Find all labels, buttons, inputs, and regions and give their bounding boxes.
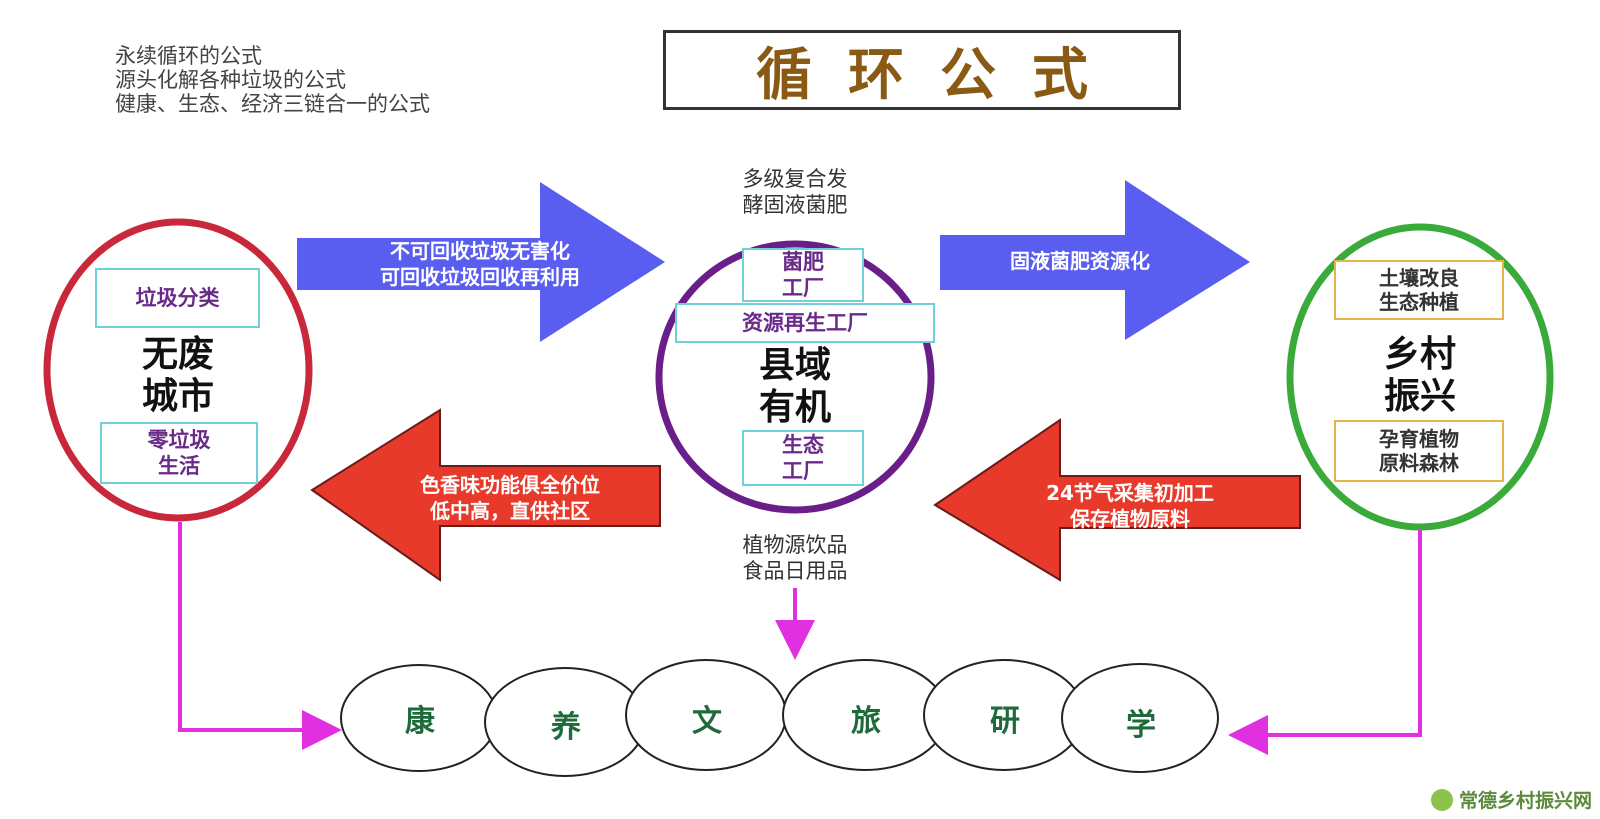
left-bottom-box-line-1: 零垃圾 [147,428,211,452]
arrow-bottom-right-line-1: 24节气采集初加工 [1046,481,1214,505]
arrow-top-left [297,182,665,342]
circle-6 [1061,663,1219,773]
left-node-label-line-2: 城市 [141,376,214,417]
center-node-label-line-1: 县域 [758,345,831,386]
arrow-top-right [940,180,1250,340]
intro-line-2: 源头化解各种垃圾的公式 [115,68,346,92]
center-mid-box: 资源再生工厂 [675,303,935,343]
title-box: 循环公式 [663,30,1181,110]
arrow-bottom-right-text: 24节气采集初加工 保存植物原料 [975,480,1285,532]
left-top-box: 垃圾分类 [95,268,260,328]
circle-label-2: 养 [551,710,581,745]
center-top-box-line-2: 工厂 [782,276,824,300]
connector-left [178,522,342,750]
watermark-text: 常德乡村振兴网 [1458,790,1592,812]
intro-text: 永续循环的公式 源头化解各种垃圾的公式 健康、生态、经济三链合一的公式 [115,44,430,116]
arrow-top-left-line-1: 不可回收垃圾无害化 [390,239,570,263]
center-bottom-box: 生态 工厂 [742,430,864,486]
intro-line-1: 永续循环的公式 [115,44,262,68]
circle-label-4: 旅 [851,704,881,739]
title: 循环公式 [756,41,1124,108]
left-bottom-box: 零垃圾 生活 [100,422,258,484]
left-top-box-text: 垃圾分类 [135,286,220,310]
center-node-label: 县域 有机 [725,345,865,429]
intro-line-3: 健康、生态、经济三链合一的公式 [115,92,430,116]
center-above-text: 多级复合发 酵固液菌肥 [700,166,890,218]
circle-label-3: 文 [692,704,722,739]
center-bottom-box-line-2: 工厂 [782,459,824,483]
center-mid-box-text: 资源再生工厂 [742,311,868,335]
arrow-bottom-right-line-2: 保存植物原料 [1070,507,1190,531]
circle-label-1: 康 [405,704,435,739]
arrow-top-right-line-1: 固液菌肥资源化 [1010,249,1150,273]
arrow-bottom-left-line-1: 色香味功能俱全价位 [420,473,600,497]
circle-label-6: 学 [1126,708,1156,743]
arrow-bottom-right [933,418,1301,582]
center-node-label-line-2: 有机 [758,387,831,428]
right-top-box-line-2: 生态种植 [1379,290,1459,314]
watermark: 常德乡村振兴网 [1430,786,1592,813]
right-node-label-line-1: 乡村 [1383,334,1456,375]
center-above-line-2: 酵固液菌肥 [742,193,848,217]
left-node-label: 无废 城市 [98,334,258,418]
right-bottom-box-line-1: 孕育植物 [1379,427,1459,451]
arrow-top-left-line-2: 可回收垃圾回收再利用 [380,265,580,289]
center-below-line-2: 食品日用品 [742,559,848,583]
center-top-box-line-1: 菌肥 [782,250,824,274]
leaf-icon [1430,788,1453,811]
arrow-bottom-left [310,408,661,582]
center-above-line-1: 多级复合发 [742,167,848,191]
circle-label-5: 研 [990,704,1020,739]
right-node-label: 乡村 振兴 [1345,334,1495,418]
arrow-bottom-left-line-2: 低中高，直供社区 [430,499,590,523]
right-node-label-line-2: 振兴 [1383,376,1456,417]
arrow-top-right-text: 固液菌肥资源化 [945,248,1215,274]
right-top-box-line-1: 土壤改良 [1379,266,1459,290]
left-node-label-line-1: 无废 [141,334,214,375]
center-below-text: 植物源饮品 食品日用品 [700,532,890,584]
arrow-bottom-left-text: 色香味功能俱全价位 低中高，直供社区 [350,472,670,524]
right-bottom-box-line-2: 原料森林 [1379,451,1459,475]
arrow-top-left-text: 不可回收垃圾无害化 可回收垃圾回收再利用 [300,238,660,290]
left-bottom-box-line-2: 生活 [158,454,200,478]
right-top-box: 土壤改良 生态种植 [1334,260,1504,320]
center-below-line-1: 植物源饮品 [742,533,848,557]
right-bottom-box: 孕育植物 原料森林 [1334,420,1504,482]
center-top-box: 菌肥 工厂 [742,248,864,302]
center-bottom-box-line-1: 生态 [782,433,824,457]
connector-right [1228,530,1422,755]
